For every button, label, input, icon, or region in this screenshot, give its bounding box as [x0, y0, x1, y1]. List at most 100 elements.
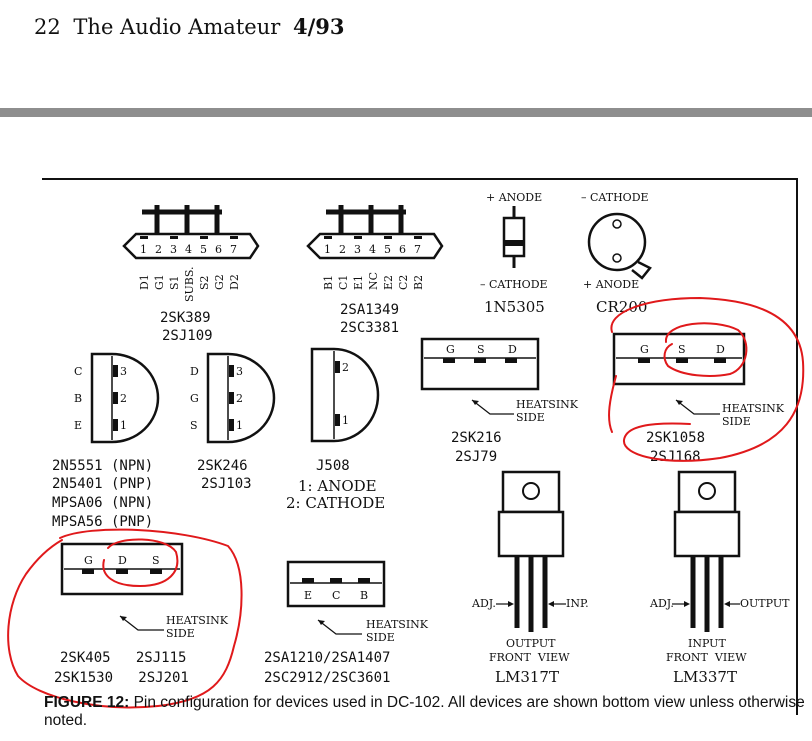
to92-device-list: 2N5551 (NPN) 2N5401 (PNP) MPSA06 (NPN) M…: [52, 458, 252, 530]
pin-description: 2: CATHODE: [286, 494, 385, 512]
pin-label: ADJ.: [649, 597, 674, 610]
pin-number: 6: [399, 243, 406, 256]
pin-label: G: [446, 343, 455, 356]
cathode-label: – CATHODE: [581, 191, 649, 204]
pin-label: B: [360, 589, 368, 602]
header-rule: [0, 108, 812, 117]
anode-label: + ANODE: [486, 191, 542, 204]
dual-bjt-package: 1 2 3 4 5 6 7 B1 C1 E1 NC E2 C2 B2 2SA13…: [306, 205, 444, 336]
device-name: J508: [316, 458, 350, 474]
pin-label: D1: [138, 274, 151, 290]
cathode-label: – CATHODE: [480, 278, 548, 291]
pin-label: B: [74, 392, 82, 405]
pin-label: E2: [382, 275, 395, 290]
annotation-circle: [102, 538, 179, 588]
pin-number: 2: [236, 392, 243, 405]
magazine-title: The Audio Amateur: [73, 15, 281, 39]
device-name: 2SA1349: [340, 302, 399, 318]
pin-label: INPUT: [688, 637, 726, 650]
pin-description: 1: ANODE: [298, 477, 377, 495]
sk216-package: G S D HEATSINK SIDE 2SK216 2SJ79: [420, 337, 579, 465]
pin-label: S1: [168, 275, 181, 290]
heatsink-label: SIDE: [166, 627, 195, 640]
device-name: 2SK1058: [646, 430, 705, 446]
dual-jfet-package: 1 2 3 4 5 6 7 D1 G1 S1 SUBS. S2 G2 D2 2S…: [122, 205, 260, 344]
pin-label: INP.: [566, 597, 589, 610]
pin-label: C1: [337, 275, 350, 290]
caption-text: Pin configuration for devices used in DC…: [44, 694, 805, 729]
pin-number: 3: [170, 243, 177, 256]
pin-number: 5: [200, 243, 207, 256]
heatsink-label: SIDE: [722, 415, 751, 428]
device-name: 2SA1210/2SA1407: [264, 650, 390, 666]
device-name: 2SK1530 2SJ201: [54, 670, 189, 686]
heatsink-label: HEATSINK: [366, 618, 429, 631]
pin-number: 1: [236, 419, 243, 432]
pin-number: 2: [342, 361, 349, 374]
pin-label: S: [190, 419, 198, 432]
pin-label: D: [190, 365, 199, 378]
pin-label: D2: [228, 274, 241, 290]
pin-number: 2: [120, 392, 127, 405]
device-name: 2SK405 2SJ115: [60, 650, 186, 666]
device-name: 2SC2912/2SC3601: [264, 670, 390, 686]
heatsink-label: HEATSINK: [516, 398, 579, 411]
pin-number: 2: [339, 243, 346, 256]
heatsink-label: SIDE: [366, 631, 395, 644]
device-name: LM317T: [495, 668, 559, 686]
annotation-circle: [7, 528, 243, 709]
device-name: 2SK389: [160, 310, 211, 326]
device-name: CR200: [596, 298, 647, 316]
pin-number: 4: [369, 243, 376, 256]
device-name: 2SJ103: [201, 476, 252, 492]
to92-j508-package: 2 1: [310, 347, 380, 443]
pin-label: G2: [213, 274, 226, 290]
page-header: 22 The Audio Amateur 4/93: [34, 14, 344, 39]
pin-label: G: [190, 392, 199, 405]
pin-number: 4: [185, 243, 192, 256]
pin-number: 1: [342, 414, 349, 427]
to92-cbe-package: 3 2 1 C B E: [74, 352, 160, 444]
pin-number: 1: [324, 243, 331, 256]
figure-label: FIGURE 12:: [44, 694, 130, 711]
pin-label: G1: [153, 274, 166, 290]
device-name: MPSA06 (NPN): [52, 495, 153, 511]
j508-labels: J508 1: ANODE 2: CATHODE: [286, 458, 385, 512]
pin-label: SUBS.: [183, 266, 196, 302]
pin-number: 2: [155, 243, 162, 256]
view-label: FRONT VIEW: [666, 651, 747, 664]
heatsink-label: HEATSINK: [722, 402, 785, 415]
pin-label: D: [118, 554, 127, 567]
pin-number: 3: [120, 365, 127, 378]
pin-label: S: [477, 343, 485, 356]
pin-number: 1: [120, 419, 127, 432]
pin-label: OUTPUT: [740, 597, 790, 610]
diode-1n5305: + ANODE – CATHODE 1N5305: [480, 191, 548, 316]
device-name: 1N5305: [484, 298, 545, 316]
pin-number: 1: [140, 243, 147, 256]
device-name: 2SC3381: [340, 320, 399, 336]
device-name: MPSA56 (PNP): [52, 514, 153, 530]
pin-label: E: [304, 589, 312, 602]
pin-label: B2: [412, 275, 425, 290]
pin-label: OUTPUT: [506, 637, 556, 650]
red-annotations: [7, 296, 805, 709]
pin-label: D: [716, 343, 725, 356]
pin-label: S: [678, 343, 686, 356]
pin-label: G: [84, 554, 93, 567]
heatsink-label: HEATSINK: [166, 614, 229, 627]
device-name: 2N5551 (NPN): [52, 458, 153, 474]
sk405-package: G D S HEATSINK SIDE 2SK405 2SJ115 2SK153…: [54, 542, 229, 686]
pin-label: ADJ.: [471, 597, 496, 610]
device-name: 2SJ109: [162, 328, 213, 344]
pin-label: E: [74, 419, 82, 432]
to92-dgs-package: 3 2 1 D G S: [190, 352, 276, 444]
pin-number: 5: [384, 243, 391, 256]
device-name: 2SK246: [197, 458, 248, 474]
device-name: 2SJ79: [455, 449, 497, 465]
pin-number: 6: [215, 243, 222, 256]
device-name: 2SJ168: [650, 449, 701, 465]
view-label: FRONT VIEW: [489, 651, 570, 664]
device-name: 2SK216: [451, 430, 502, 446]
